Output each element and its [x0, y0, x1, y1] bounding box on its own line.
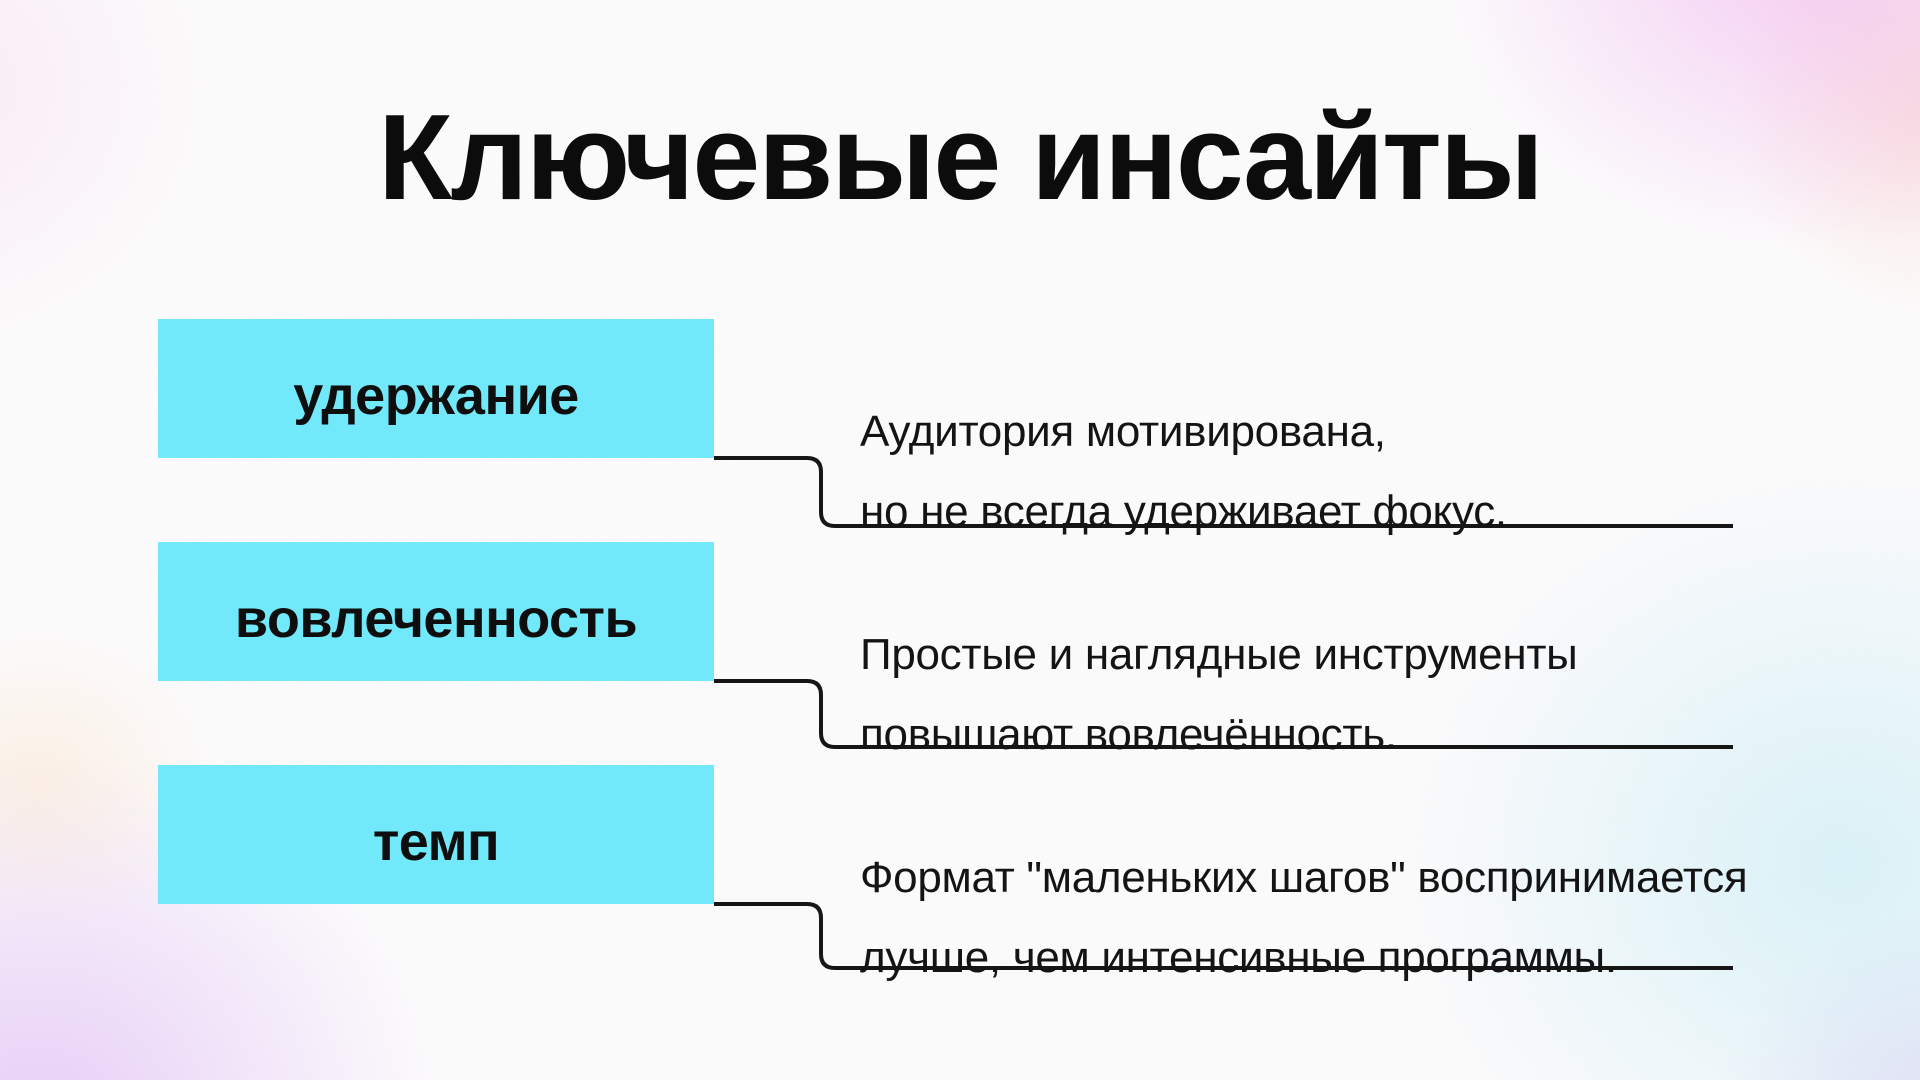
insight-box-engagement: вовлеченность [158, 542, 714, 681]
insight-description-engagement: Простые и наглядные инструменты повышают… [860, 615, 1760, 775]
description-line: Простые и наглядные инструменты [860, 630, 1578, 679]
insight-box-retention: удержание [158, 319, 714, 458]
insight-box-pace: темп [158, 765, 714, 904]
insight-label-engagement: вовлеченность [234, 588, 638, 649]
insight-label-pace: темп [372, 811, 500, 872]
description-line: повышают вовлечённость. [860, 710, 1397, 759]
description-line: но не всегда удерживает фокус. [860, 487, 1507, 536]
connector-line-pace [714, 902, 1733, 970]
insight-label-retention: удержание [293, 365, 579, 426]
connector-line-engagement [714, 679, 1733, 749]
description-line: Аудитория мотивирована, [860, 407, 1386, 456]
connector-line-retention [714, 456, 1733, 528]
insight-description-retention: Аудитория мотивирована, но не всегда уде… [860, 392, 1760, 552]
description-line: лучше, чем интенсивные программы. [860, 933, 1617, 982]
description-line: Формат "маленьких шагов" воспринимается [860, 853, 1748, 902]
slide-title: Ключевые инсайты [378, 89, 1544, 225]
insight-description-pace: Формат "маленьких шагов" воспринимается … [860, 838, 1760, 998]
